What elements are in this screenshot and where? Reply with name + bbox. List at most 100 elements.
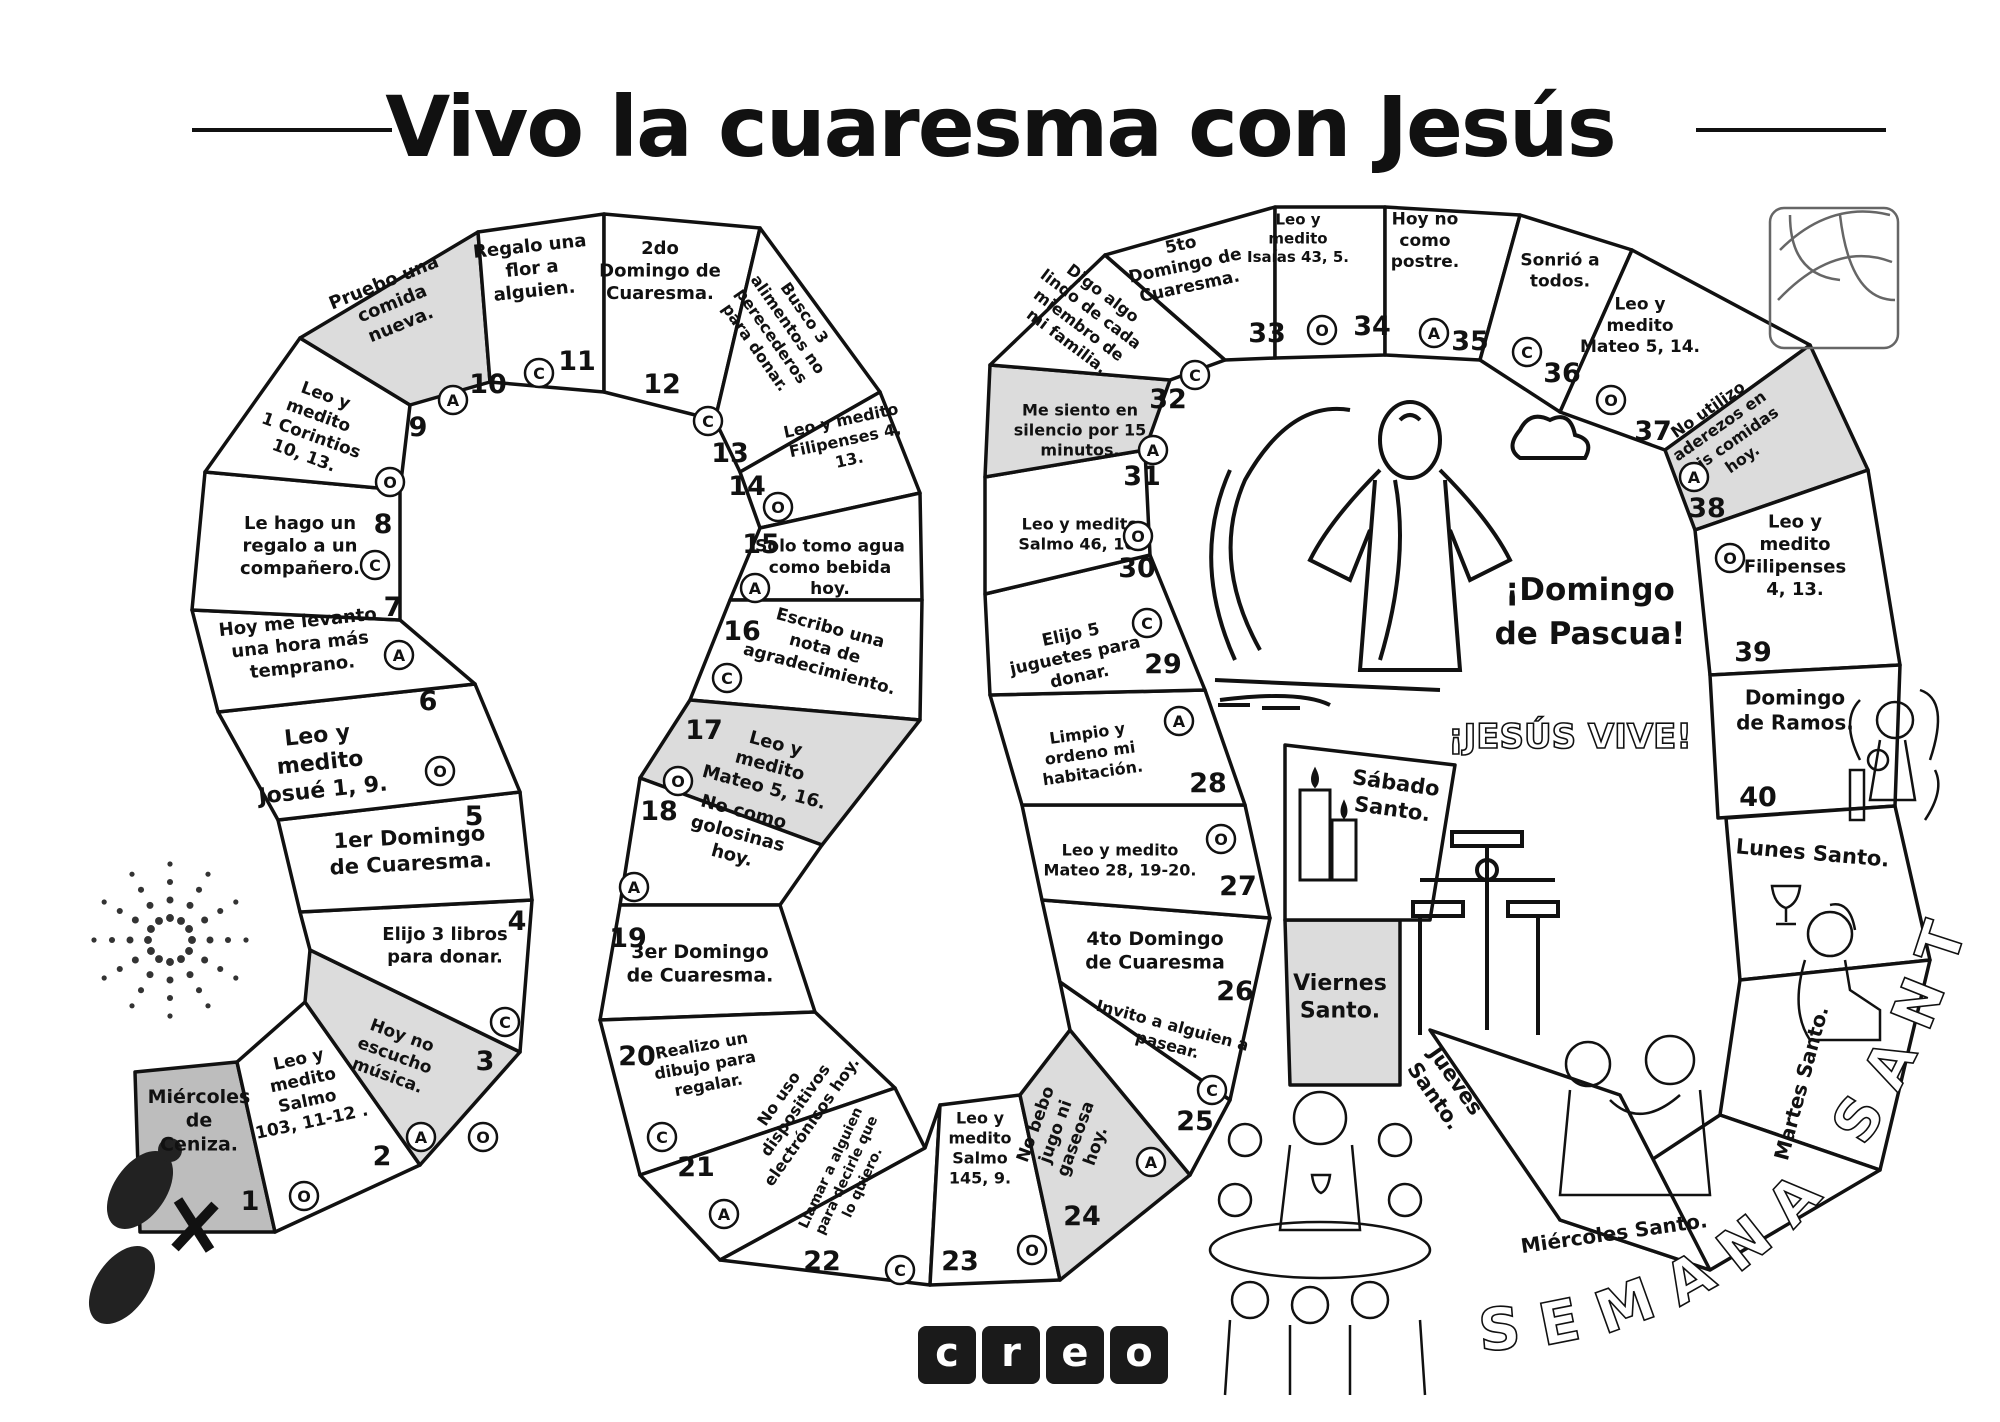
cell-text-line: Domingo (1745, 686, 1845, 710)
cell-text-line: Leo y medito (1062, 841, 1179, 860)
cell-text-line: Le hago un (244, 513, 356, 534)
badge-letter: A (447, 391, 460, 410)
badge-letter: O (771, 498, 785, 517)
cell-text-line: Solo tomo agua (755, 537, 905, 557)
holy-week-cell-lunes (1724, 804, 1932, 982)
cell-number: 1 (241, 1186, 260, 1217)
badge-icon: A (1137, 434, 1169, 466)
badge-letter: A (628, 878, 641, 897)
badge-icon: A (739, 572, 771, 604)
cell-text-line: postre. (1391, 252, 1459, 272)
easter-label-line: ¡Domingo (1505, 572, 1675, 608)
cell-text-line: medito (1760, 534, 1831, 555)
badge-icon: O (1306, 314, 1338, 346)
cell-text-line: Salmo 46, 10. (1018, 535, 1141, 554)
badge-letter: C (369, 556, 381, 575)
footprints-icon (88, 1138, 182, 1325)
badge-icon: A (1163, 705, 1195, 737)
badge-icon: C (711, 662, 743, 694)
badge-letter: O (1723, 549, 1737, 568)
page-title: Vivo la cuaresma con Jesús (385, 78, 1616, 176)
cell-number: 36 (1543, 358, 1581, 389)
cell-text-line: Mateo 5, 14. (1580, 337, 1700, 357)
badge-icon: A (708, 1198, 740, 1230)
cell-text-line: Miércoles (148, 1086, 251, 1108)
cell-number: 37 (1634, 416, 1672, 447)
badge-icon: A (437, 384, 469, 416)
badge-icon: O (288, 1180, 320, 1212)
cell-number: 15 (742, 529, 780, 560)
cell-number: 28 (1189, 768, 1227, 799)
badge-icon: C (489, 1006, 521, 1038)
badge-icon: O (424, 755, 456, 787)
cell-number: 22 (803, 1246, 841, 1277)
badge-letter: C (1206, 1081, 1218, 1100)
badge-icon: A (618, 871, 650, 903)
ash-cross-icon (171, 1197, 219, 1253)
cell-text-line: Ceniza. (160, 1133, 238, 1155)
cell-text-line: de (186, 1110, 213, 1132)
logo-letter: c (918, 1326, 976, 1384)
candles-icon (1298, 766, 1358, 882)
cell-text-line: Leo y (956, 1109, 1005, 1128)
cell-number: 24 (1063, 1201, 1101, 1232)
board-cell-40 (1708, 663, 1902, 820)
cell-number: 16 (723, 616, 761, 647)
cell-text-line: de Ramos. (1736, 711, 1854, 735)
badge-icon: O (374, 466, 406, 498)
resurrection-illustration (1209, 400, 1591, 710)
badge-letter: O (383, 473, 397, 492)
cell-number: 40 (1739, 782, 1777, 813)
logo-letter: r (982, 1326, 1040, 1384)
holy-week-cell-jueves (1428, 1028, 1712, 1272)
badge-letter: C (1521, 343, 1533, 362)
cell-number: 7 (384, 592, 403, 623)
chalice-icon (1770, 884, 1802, 926)
badge-letter: C (499, 1013, 511, 1032)
cell-text: No bebojugo nigaseosahoy. (1013, 1084, 1119, 1187)
cell-text-line: silencio por 15 (1014, 421, 1146, 440)
cell-text-line: todos. (1530, 272, 1590, 292)
badge-letter: A (415, 1128, 428, 1147)
badge-letter: A (1147, 441, 1160, 460)
cell-text-line: 4to Domingo (1086, 928, 1223, 950)
cell-number: 23 (941, 1246, 979, 1277)
cell-number: 5 (465, 801, 484, 832)
badge-icon: O (1595, 384, 1627, 416)
badge-letter: O (671, 772, 685, 791)
logo-letter: o (1110, 1326, 1168, 1384)
badge-letter: A (1145, 1153, 1158, 1172)
cell-text-line: Me siento en (1022, 401, 1138, 420)
cell-number: 35 (1451, 326, 1489, 357)
cell-text-line: medito (948, 1129, 1011, 1148)
badge-icon: O (762, 491, 794, 523)
cell-text-line: 145, 9. (949, 1169, 1011, 1188)
cell-text-line: de Cuaresma (1085, 952, 1225, 974)
badge-icon: O (467, 1121, 499, 1153)
cell-text-line: Cuaresma. (606, 283, 714, 304)
cell-text-line: Filipenses (1744, 557, 1846, 578)
cell-number: 12 (643, 369, 681, 400)
badge-letter: O (476, 1128, 490, 1147)
cell-number: 8 (374, 509, 393, 540)
cell-text-line: para donar. (387, 947, 503, 968)
cell-text-line: 3er Domingo (631, 941, 768, 963)
badge-icon: C (646, 1121, 678, 1153)
badge-icon: O (1122, 520, 1154, 552)
badge-icon: C (523, 357, 555, 389)
cell-text-line: regalo a un (243, 535, 358, 556)
cell-number: 10 (469, 369, 507, 400)
cell-text-line: Leo y (1614, 295, 1665, 315)
cell-number: 25 (1176, 1106, 1214, 1137)
badge-letter: O (433, 762, 447, 781)
badge-icon: A (405, 1121, 437, 1153)
betrayal-illustration (1558, 1034, 1712, 1197)
